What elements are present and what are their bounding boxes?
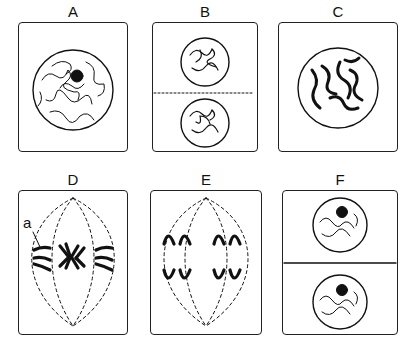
stage-letter: F <box>283 171 397 188</box>
stage-letter: C <box>279 3 397 20</box>
stage-letter: D <box>19 171 127 188</box>
stage-panel: A <box>18 22 128 152</box>
stage-panel: E <box>150 190 262 335</box>
stage-panel: D <box>18 190 128 335</box>
stage-panel: C <box>278 22 398 152</box>
stage-panel: F <box>282 190 398 335</box>
part-label: a <box>22 214 32 231</box>
stage-letter: E <box>151 171 261 188</box>
stage-letter: B <box>153 3 257 20</box>
stage-letter: A <box>19 3 127 20</box>
stage-panel: B <box>152 22 258 152</box>
